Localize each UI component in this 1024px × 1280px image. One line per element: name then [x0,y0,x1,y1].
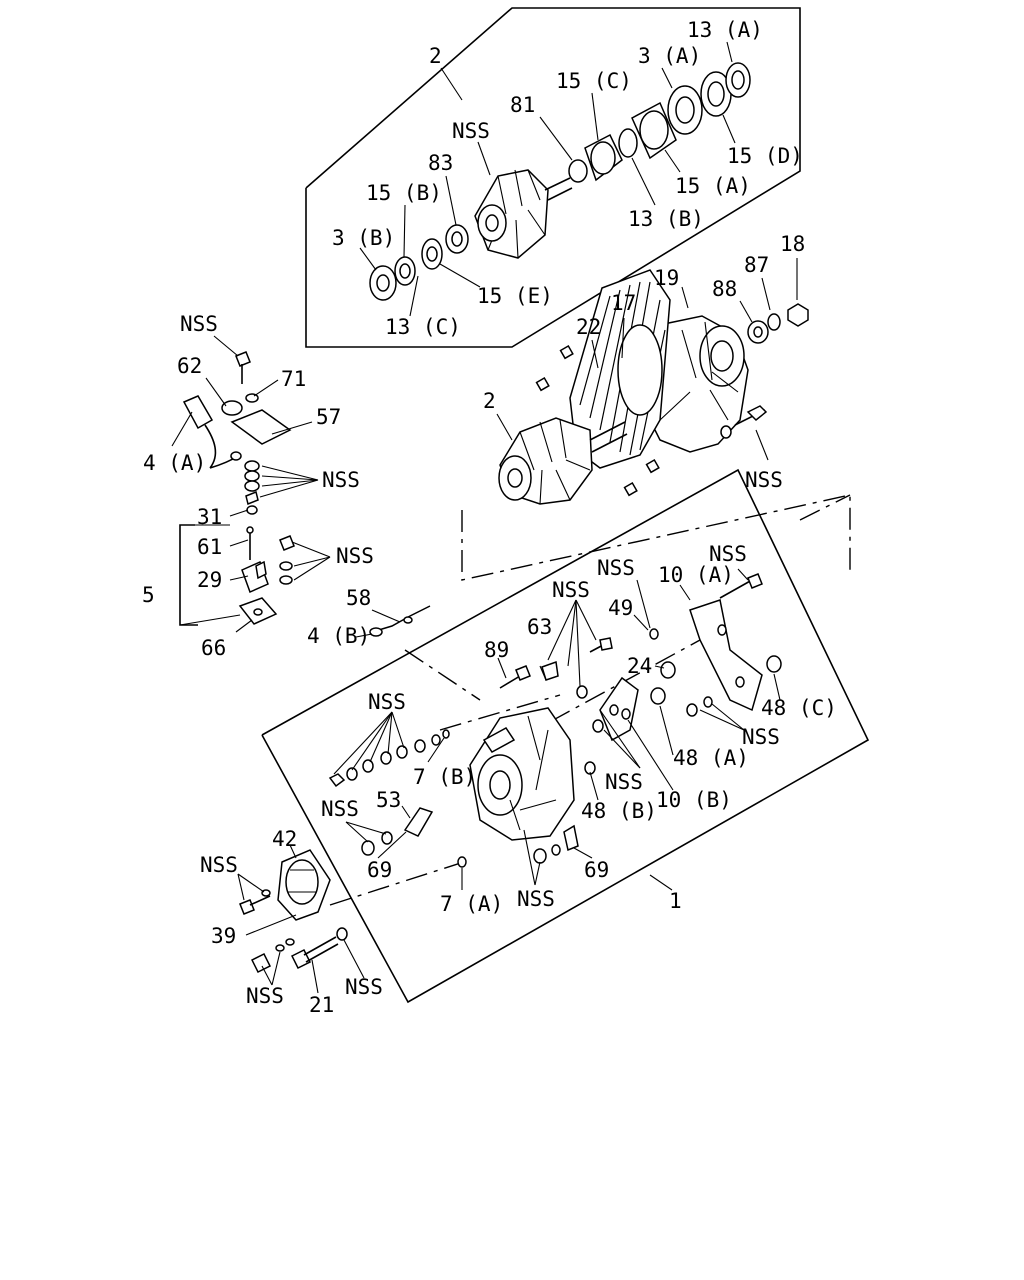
label-61: 61 [197,535,222,559]
leader-lines-rear [333,568,781,891]
label-nss-bolt: NSS [709,542,747,566]
label-69-right: 69 [584,858,609,882]
label-29: 29 [197,568,222,592]
label-39: 39 [211,924,236,948]
label-nss-stack: NSS [322,468,360,492]
label-4B: 4 (B) [307,624,370,648]
label-7B: 7 (B) [413,765,476,789]
label-nss-reg: NSS [336,544,374,568]
label-88: 88 [712,277,737,301]
label-66: 66 [201,636,226,660]
label-nss-rotor: NSS [452,119,490,143]
label-3A: 3 (A) [638,44,701,68]
label-63: 63 [527,615,552,639]
label-nss-53: NSS [321,797,359,821]
label-10B: 10 (B) [656,788,732,812]
label-nss-21b: NSS [345,975,383,999]
label-31: 31 [197,505,222,529]
label-19: 19 [654,266,679,290]
label-42: 42 [272,827,297,851]
label-21: 21 [309,993,334,1017]
rotor-assembly-group-box [305,7,801,348]
label-nss-front: NSS [745,468,783,492]
label-2-top: 2 [429,44,442,68]
label-nss-48A: NSS [742,725,780,749]
leader-lines-top [359,41,736,317]
label-69-left: 69 [367,858,392,882]
rear-housing-group-box [261,468,870,1004]
label-13A: 13 (A) [687,18,763,42]
label-81: 81 [510,93,535,117]
label-nss-39: NSS [200,853,238,877]
label-7A: 7 (A) [440,892,503,916]
label-57: 57 [316,405,341,429]
label-22: 22 [576,315,601,339]
label-83: 83 [428,151,453,175]
label-15A: 15 (A) [675,174,751,198]
label-15C: 15 (C) [556,69,632,93]
label-49: 49 [608,596,633,620]
label-nss-10B: NSS [605,770,643,794]
label-5: 5 [142,583,155,607]
label-62: 62 [177,354,202,378]
label-58: 58 [346,586,371,610]
label-24: 24 [627,654,652,678]
label-1: 1 [669,889,682,913]
label-10A: 10 (A) [658,563,734,587]
label-nss-bottom: NSS [517,887,555,911]
label-3B: 3 (B) [332,226,395,250]
label-15B: 15 (B) [366,181,442,205]
label-53: 53 [376,788,401,812]
rotor-assembly-top [369,62,751,301]
label-2-mid: 2 [483,389,496,413]
label-nss-21a: NSS [246,984,284,1008]
label-13B: 13 (B) [628,207,704,231]
part-labels: 2 13 (A) 3 (A) 15 (C) 81 NSS 83 15 (B) 3… [142,18,837,1017]
label-15D: 15 (D) [727,144,803,168]
regulator-brush-parts [179,351,431,637]
leader-lines-mid [496,258,798,461]
label-17: 17 [611,291,636,315]
label-nss-10A: NSS [597,556,635,580]
label-18: 18 [780,232,805,256]
label-48A: 48 (A) [673,746,749,770]
label-48B: 48 (B) [581,799,657,823]
label-4A: 4 (A) [143,451,206,475]
label-15E: 15 (E) [477,284,553,308]
label-87: 87 [744,253,769,277]
label-48C: 48 (C) [761,696,837,720]
leader-lines-left [171,335,401,638]
label-89: 89 [484,638,509,662]
label-nss-rear: NSS [368,690,406,714]
cover-and-bolt-parts [239,849,348,974]
stator-and-front-housing [498,269,809,505]
label-71: 71 [281,367,306,391]
rear-housing-parts [328,573,782,868]
label-nss-brush: NSS [180,312,218,336]
label-13C: 13 (C) [385,315,461,339]
label-nss-screw1: NSS [552,578,590,602]
leader-lines-bottom [237,844,365,994]
